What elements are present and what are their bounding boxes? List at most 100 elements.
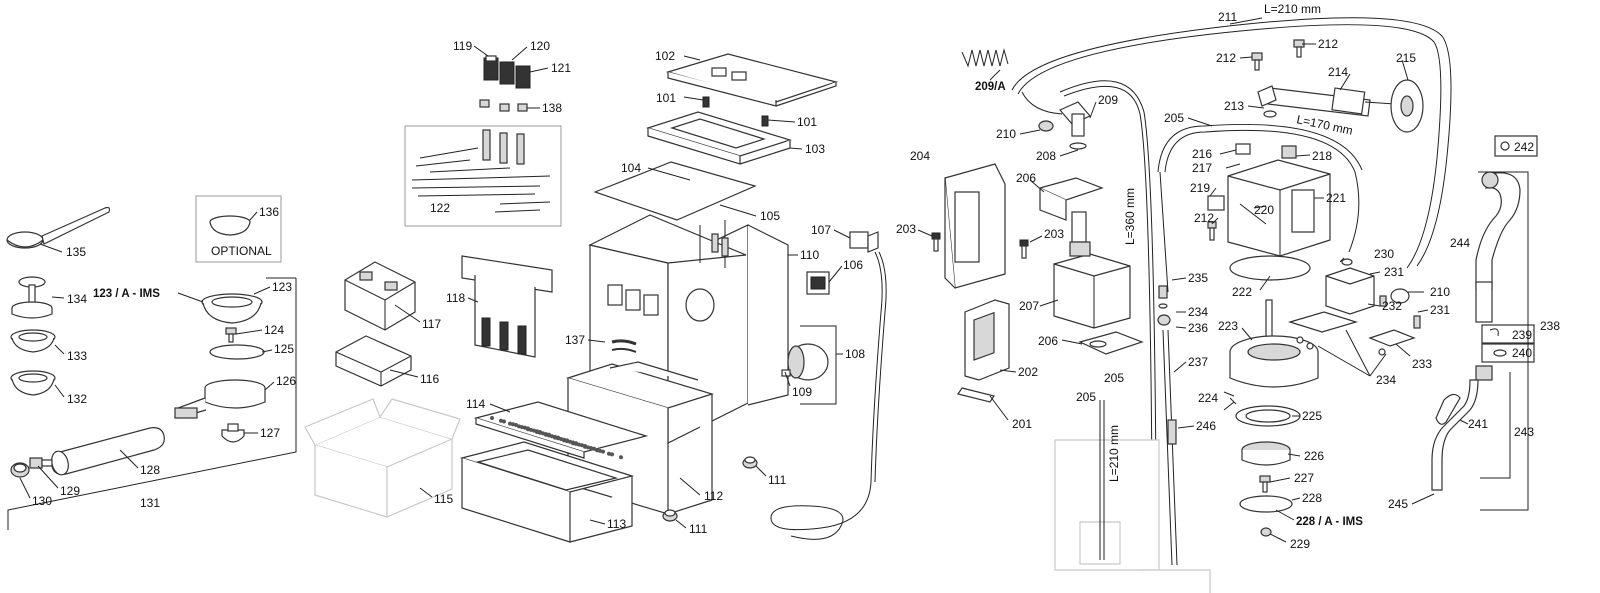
part-227-screw <box>1259 475 1271 493</box>
part-223-grouphead <box>1229 299 1319 388</box>
callout-231a: 231 <box>1384 265 1404 279</box>
callout-205c: 205 <box>1104 371 1124 385</box>
leader-lines-middle <box>389 45 851 529</box>
part-204-bracket <box>944 163 1006 289</box>
part-209-elbow <box>1021 91 1091 137</box>
callout-209: 209 <box>1098 93 1118 107</box>
callout-109: 109 <box>792 385 812 399</box>
callout-217: 217 <box>1192 161 1212 175</box>
callout-215: 215 <box>1396 51 1416 65</box>
part-109-filter <box>781 343 829 381</box>
callout-246: 246 <box>1196 419 1216 433</box>
part-222-gasket <box>1229 255 1311 281</box>
part-117-bracket <box>344 261 416 331</box>
leader-lines-left <box>19 211 275 499</box>
part-202-board <box>964 299 1010 381</box>
part-138-clips <box>479 99 528 112</box>
callout-224: 224 <box>1198 391 1218 405</box>
leader-lines-right <box>917 17 1469 543</box>
callout-206a: 206 <box>1016 171 1036 185</box>
part-133-filter <box>10 329 56 353</box>
grill-holes <box>490 416 623 460</box>
tube-237 <box>1162 329 1173 566</box>
callout-122: 122 <box>430 201 450 215</box>
part-210b-ring <box>1390 288 1410 304</box>
callout-102: 102 <box>655 49 675 63</box>
part-221-boiler <box>1227 159 1331 257</box>
callout-242: 242 <box>1514 140 1534 154</box>
callout-205b: 205 <box>1076 390 1096 404</box>
part-210-ring <box>1038 120 1054 132</box>
part-107-cable <box>770 231 887 540</box>
callout-110: 110 <box>800 248 819 262</box>
dimension-210v: L=210 mm <box>1107 425 1121 482</box>
callout-108: 108 <box>845 347 865 361</box>
part-113-driptray <box>459 441 635 543</box>
bracket-243 <box>1480 372 1511 479</box>
callout-132: 132 <box>67 392 87 406</box>
part-102-cover <box>665 53 839 107</box>
callout-234b: 234 <box>1376 373 1396 387</box>
tube-205 <box>1164 129 1360 253</box>
ghost-tank <box>1054 439 1211 593</box>
part-226-shower <box>1241 441 1291 466</box>
box-240 <box>1481 343 1535 363</box>
callout-202: 202 <box>1018 365 1038 379</box>
part-232-solenoid <box>1325 258 1375 315</box>
part-130-knob <box>10 462 30 478</box>
callout-210b: 210 <box>1430 285 1450 299</box>
part-122-wires <box>411 129 551 213</box>
callout-245: 245 <box>1388 497 1408 511</box>
callout-123a: 123 / A - IMS <box>93 288 160 300</box>
callout-104: 104 <box>621 161 641 175</box>
callout-216: 216 <box>1192 147 1212 161</box>
part-124-screw <box>225 327 237 343</box>
box-239 <box>1481 324 1535 344</box>
callout-138: 138 <box>542 101 562 115</box>
callout-133: 133 <box>67 349 87 363</box>
callout-212a: 212 <box>1216 51 1236 65</box>
callout-220: 220 <box>1254 203 1274 217</box>
dimension-170: L=170 mm <box>1295 112 1354 138</box>
part-116-tray <box>335 335 412 387</box>
callout-111a: 111 <box>768 473 787 487</box>
callout-131: 131 <box>140 496 160 510</box>
callout-114: 114 <box>466 397 485 411</box>
part-231-screws <box>1379 295 1421 329</box>
callout-123: 123 <box>272 280 292 294</box>
callout-137: 137 <box>565 333 585 347</box>
part-229 <box>1260 527 1272 537</box>
callout-241: 241 <box>1468 417 1488 431</box>
callout-105: 105 <box>760 209 780 223</box>
callout-222: 222 <box>1232 285 1252 299</box>
tube-360 <box>1059 80 1157 483</box>
callout-112: 112 <box>704 489 723 503</box>
callout-221: 221 <box>1326 191 1346 205</box>
part-208-oring <box>1069 142 1087 150</box>
part-119-121-switches <box>483 55 531 89</box>
callout-211: 211 <box>1218 10 1237 24</box>
part-212-screw-mid <box>1207 221 1217 241</box>
part-201 <box>957 387 995 403</box>
callout-119: 119 <box>453 39 472 53</box>
callout-231b: 231 <box>1430 303 1450 317</box>
bracket-131 <box>7 278 297 530</box>
callout-212c: 212 <box>1194 211 1214 225</box>
callout-230: 230 <box>1374 247 1394 261</box>
callout-203a: 203 <box>896 222 916 236</box>
box-122 <box>404 125 562 227</box>
callout-121: 121 <box>551 61 571 75</box>
dimension-211: L=210 mm <box>1264 2 1321 16</box>
callout-101a: 101 <box>656 91 676 105</box>
part-246 <box>1167 419 1177 445</box>
callout-232: 232 <box>1382 299 1402 313</box>
box-242 <box>1494 135 1538 157</box>
callout-214: 214 <box>1328 65 1348 79</box>
callout-128: 128 <box>140 463 160 477</box>
part-103-frame <box>645 111 793 165</box>
callout-129: 129 <box>60 484 80 498</box>
callout-227: 227 <box>1294 471 1314 485</box>
callout-205a: 205 <box>1164 111 1184 125</box>
